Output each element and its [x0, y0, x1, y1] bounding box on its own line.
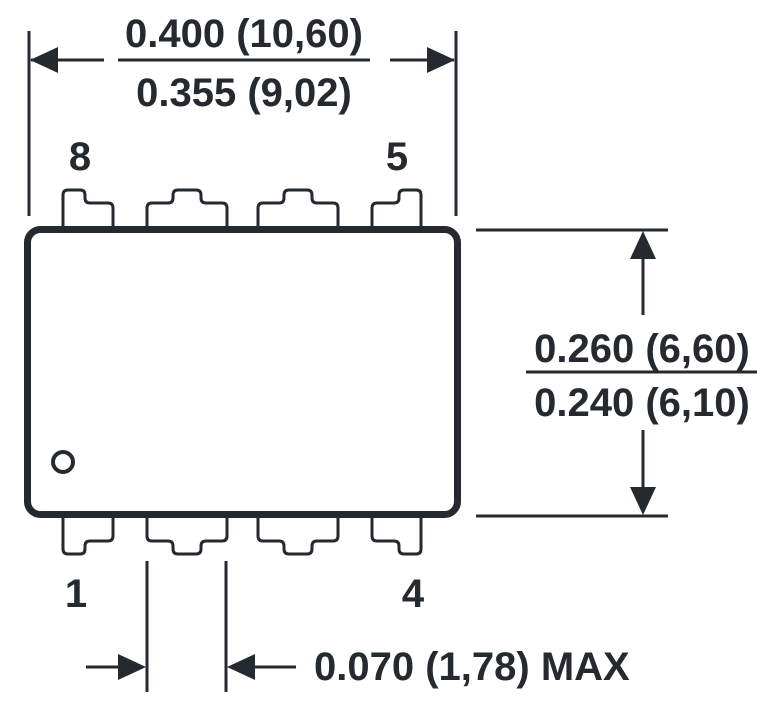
width-max-label: 0.400 (10,60): [125, 12, 363, 56]
height-max-label: 0.260 (6,60): [534, 327, 750, 371]
lead-pin3: [256, 514, 340, 556]
width-arrow-left-icon: [30, 47, 58, 73]
lead-pin7: [145, 188, 229, 230]
lead-pin1: [61, 514, 115, 556]
height-dimension: 0.260 (6,60) 0.240 (6,10): [476, 228, 757, 518]
pin-number-8: 8: [69, 135, 91, 179]
pin-number-5: 5: [386, 135, 408, 179]
width-arrow-right-icon: [427, 47, 455, 73]
lead-pin8: [61, 188, 115, 230]
height-min-label: 0.240 (6,10): [534, 381, 750, 425]
width-dimension: 0.400 (10,60) 0.355 (9,02): [27, 12, 458, 216]
pin-number-1: 1: [65, 572, 87, 616]
lead-pin5: [370, 188, 423, 230]
pin1-index-dot: [51, 450, 75, 474]
package-body: [24, 226, 461, 518]
top-leads: [61, 188, 423, 230]
lead-arrow-right-icon: [118, 654, 146, 680]
bottom-leads: [61, 514, 423, 556]
lead-pin6: [256, 188, 340, 230]
pin-number-4: 4: [402, 572, 425, 616]
lead-pin4: [370, 514, 423, 556]
height-arrow-up-icon: [630, 231, 656, 259]
lead-arrow-left-icon: [227, 654, 255, 680]
width-min-label: 0.355 (9,02): [136, 71, 352, 115]
lead-width-dimension: 0.070 (1,78) MAX: [86, 561, 630, 692]
lead-pin2: [145, 514, 229, 556]
lead-width-label: 0.070 (1,78) MAX: [314, 645, 630, 689]
height-arrow-down-icon: [630, 487, 656, 515]
